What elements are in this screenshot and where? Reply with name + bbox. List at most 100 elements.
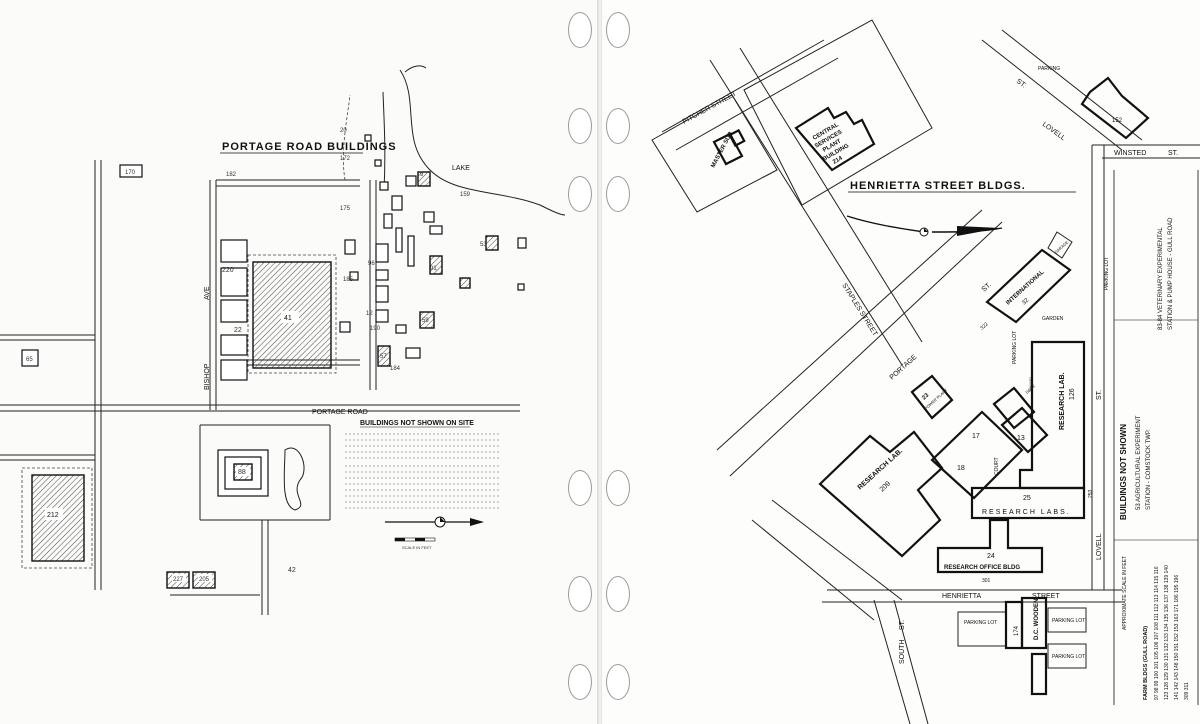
svg-text:83-84 VETERINARY EXPERIMENTAL: 83-84 VETERINARY EXPERIMENTAL bbox=[1158, 227, 1164, 330]
svg-text:9: 9 bbox=[420, 172, 424, 178]
svg-text:ST.: ST. bbox=[899, 620, 906, 630]
svg-text:PARKING LOT: PARKING LOT bbox=[1052, 654, 1085, 660]
svg-text:PARKING LOT: PARKING LOT bbox=[1104, 257, 1110, 290]
svg-text:COURT: COURT bbox=[994, 457, 1000, 475]
svg-text:205: 205 bbox=[199, 577, 210, 583]
svg-text:PARKING LOT: PARKING LOT bbox=[964, 620, 997, 626]
svg-text:PARKING LOT: PARKING LOT bbox=[1052, 618, 1085, 624]
south-label: SOUTH bbox=[899, 640, 906, 665]
svg-text:ST.: ST. bbox=[1015, 78, 1027, 90]
building-research-lab-209: RESEARCH LAB. 209 bbox=[818, 430, 944, 558]
svg-text:123 128 129 130 131 132 133 13: 123 128 129 130 131 132 133 134 135 136 … bbox=[1164, 565, 1170, 700]
right-road-network bbox=[661, 29, 1200, 724]
svg-text:190: 190 bbox=[370, 326, 381, 332]
svg-text:96: 96 bbox=[368, 261, 375, 267]
right-map-title: HENRIETTA STREET BLDGS. bbox=[850, 180, 1026, 192]
svg-text:FARM BLDGS (GULL ROAD): FARM BLDGS (GULL ROAD) bbox=[1143, 626, 1149, 700]
svg-text:18: 18 bbox=[957, 465, 965, 472]
svg-text:309 311: 309 311 bbox=[1184, 682, 1190, 700]
svg-text:182: 182 bbox=[226, 172, 237, 178]
svg-text:42: 42 bbox=[288, 567, 296, 574]
svg-text:BUILDINGS NOT SHOWN: BUILDINGS NOT SHOWN bbox=[1119, 424, 1128, 520]
svg-text:STREET: STREET bbox=[1032, 593, 1060, 600]
right-north-arrow-icon bbox=[846, 215, 1003, 237]
svg-text:SCALE IN FEET: SCALE IN FEET bbox=[402, 545, 432, 550]
right-page: PITCHER STREET STAPLES STREET PORTAGE ST… bbox=[602, 0, 1200, 724]
svg-text:172: 172 bbox=[340, 156, 351, 162]
svg-text:184: 184 bbox=[390, 366, 401, 372]
svg-text:170: 170 bbox=[125, 170, 136, 176]
svg-text:TUNNEL: TUNNEL bbox=[1028, 375, 1033, 392]
svg-text:152: 152 bbox=[1112, 118, 1123, 124]
svg-text:23: 23 bbox=[921, 392, 930, 401]
building-research-office-24: 24 RESEARCH OFFICE BLDG bbox=[936, 518, 1044, 574]
svg-text:ST.: ST. bbox=[981, 281, 993, 293]
svg-text:301: 301 bbox=[982, 578, 991, 584]
building-international-32: INTERNATIONAL 32 GARAGE bbox=[985, 231, 1073, 324]
svg-text:25: 25 bbox=[1023, 495, 1031, 502]
svg-text:22: 22 bbox=[234, 327, 242, 334]
svg-text:20: 20 bbox=[340, 128, 347, 134]
svg-text:RESEARCH LAB.: RESEARCH LAB. bbox=[857, 448, 904, 492]
svg-text:LOVELL: LOVELL bbox=[1041, 121, 1067, 142]
svg-text:13: 13 bbox=[1017, 435, 1025, 442]
north-arrow-icon bbox=[385, 516, 484, 528]
svg-text:APPROXIMATE SCALE IN FEET: APPROXIMATE SCALE IN FEET bbox=[1122, 556, 1128, 630]
staples-street-label: STAPLES STREET bbox=[840, 282, 878, 338]
svg-text:175: 175 bbox=[340, 206, 351, 212]
svg-text:227: 227 bbox=[173, 577, 184, 583]
lake-label: LAKE bbox=[452, 165, 470, 172]
svg-text:GARDEN: GARDEN bbox=[1042, 316, 1064, 322]
lake-shore bbox=[399, 69, 566, 216]
svg-text:STATION - COMSTOCK TWP.: STATION - COMSTOCK TWP. bbox=[1146, 429, 1152, 510]
building-master-sub: MASTER SUB bbox=[710, 128, 746, 169]
svg-text:214: 214 bbox=[832, 155, 844, 166]
henrietta-label: HENRIETTA bbox=[942, 593, 981, 600]
svg-text:12: 12 bbox=[366, 311, 373, 317]
svg-text:212: 212 bbox=[47, 512, 59, 519]
svg-text:RESEARCH LAB.: RESEARCH LAB. bbox=[1059, 372, 1066, 430]
building-170 bbox=[119, 164, 143, 178]
svg-text:32: 32 bbox=[1021, 297, 1030, 306]
svg-text:PARKING: PARKING bbox=[1038, 66, 1060, 72]
svg-text:17: 17 bbox=[972, 433, 980, 440]
svg-text:185: 185 bbox=[343, 277, 354, 283]
ave-label: AVE bbox=[204, 286, 211, 300]
legend-title: BUILDINGS NOT SHOWN ON SITE bbox=[360, 420, 474, 427]
svg-text:141 142 143 148 150 151 152 15: 141 142 143 148 150 151 152 153 163 171 … bbox=[1174, 575, 1180, 700]
svg-text:GARAGE: GARAGE bbox=[1053, 239, 1069, 254]
svg-text:53: 53 bbox=[480, 242, 487, 248]
book-gutter bbox=[597, 0, 603, 724]
building-power-plant-23: 23 POWER PLANT bbox=[910, 374, 954, 420]
legend-table: BUILDINGS NOT SHOWN ON SITE bbox=[345, 420, 500, 509]
scale-bar: SCALE IN FEET bbox=[394, 537, 436, 550]
henrietta-street-map: PITCHER STREET STAPLES STREET PORTAGE ST… bbox=[651, 19, 1200, 724]
svg-text:59: 59 bbox=[422, 318, 429, 324]
buildings-not-shown-panel: BUILDINGS NOT SHOWN 53 AGRICULTURAL EXPE… bbox=[1113, 170, 1199, 705]
svg-text:91: 91 bbox=[430, 266, 437, 272]
svg-text:RESEARCH LABS.: RESEARCH LABS. bbox=[982, 509, 1071, 516]
svg-text:97 98 99 100 101 105 106 107 1: 97 98 99 100 101 105 106 107 108 111 112… bbox=[1154, 566, 1160, 700]
building-central-services-plant-214: CENTRAL SERVICES PLANT BUILDING 214 bbox=[794, 106, 876, 172]
left-page: PORTAGE ROAD BUILDINGS bbox=[0, 0, 598, 724]
lovell-label: LOVELL bbox=[1096, 533, 1103, 560]
svg-text:24: 24 bbox=[987, 553, 995, 560]
svg-text:159: 159 bbox=[460, 192, 471, 198]
svg-text:MASTER SUB: MASTER SUB bbox=[710, 131, 734, 169]
svg-text:ST.: ST. bbox=[1168, 150, 1178, 157]
svg-text:65: 65 bbox=[26, 357, 33, 363]
map-title: PORTAGE ROAD BUILDINGS bbox=[222, 141, 397, 153]
svg-text:220: 220 bbox=[222, 267, 234, 274]
east-building-cluster bbox=[339, 134, 527, 367]
svg-text:174: 174 bbox=[1014, 625, 1020, 636]
svg-text:209: 209 bbox=[879, 480, 892, 493]
building-research-labs-25: 25 RESEARCH LABS. bbox=[970, 486, 1086, 520]
portage-road-map: PORTAGE ROAD BUILDINGS bbox=[0, 65, 566, 615]
bishop-label: BISHOP bbox=[204, 363, 211, 390]
svg-text:D.C. WOODEN: D.C. WOODEN bbox=[1034, 599, 1040, 640]
svg-text:ST.: ST. bbox=[1096, 390, 1103, 400]
building-65 bbox=[21, 349, 39, 367]
portage-label: PORTAGE bbox=[889, 354, 919, 382]
building-152: 152 bbox=[1080, 76, 1150, 140]
